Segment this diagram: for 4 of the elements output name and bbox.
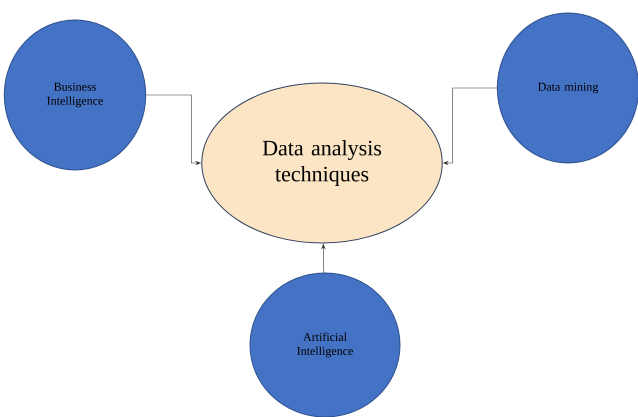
circle-node: Data mining: [496, 12, 638, 164]
ellipse-node: Data analysis techniques: [201, 82, 443, 244]
circle-node: Artificial Intelligence: [250, 272, 400, 417]
circle-node: Business Intelligence: [4, 20, 146, 170]
